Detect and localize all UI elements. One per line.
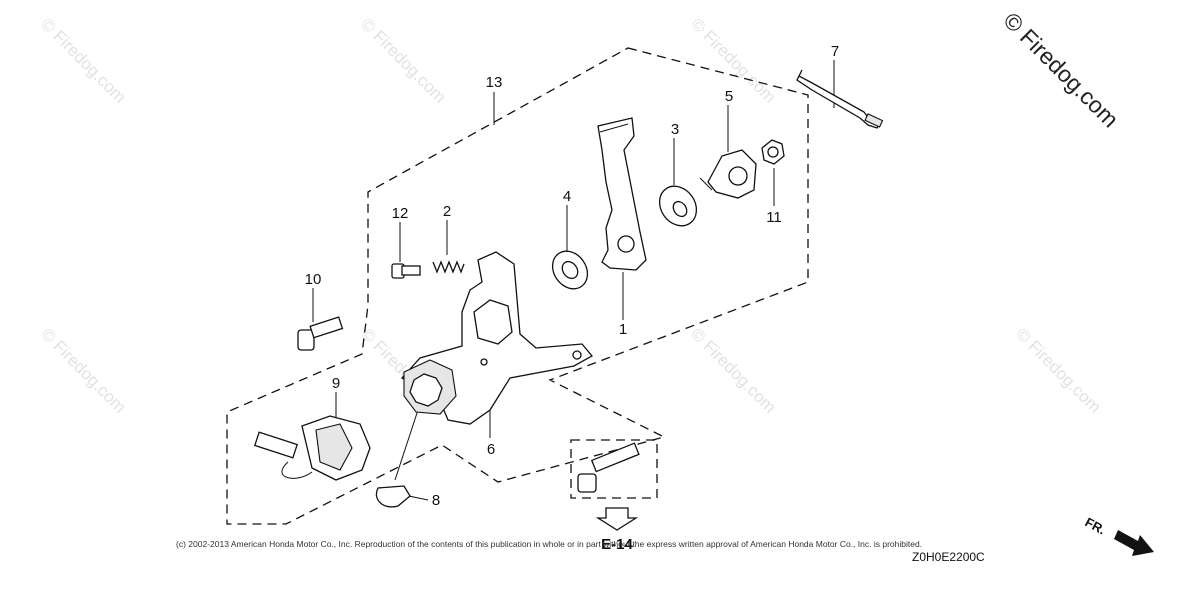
watermark: © Firedog.com [37,14,129,106]
bolt-part-10 [297,316,344,351]
watermark: © Firedog.com [357,14,449,106]
direction-label: FR. [1083,514,1109,537]
washer-part-3 [658,185,698,227]
screw-part-12 [391,263,421,279]
label-8: 8 [432,492,440,509]
watermark: © Firedog.com [37,324,129,416]
clip-part-8 [375,485,411,508]
label-1: 1 [619,321,627,338]
part-labels: 13 7 5 3 4 11 2 12 10 1 9 6 8 [305,43,840,509]
bolt-callout-box [570,439,658,499]
label-3: 3 [671,121,679,138]
label-12: 12 [392,205,409,222]
spring-part-2 [432,260,465,274]
assembly-13-outline [226,47,809,525]
switch-part-9 [253,415,371,481]
cam-plate-part-5 [699,149,757,199]
label-2: 2 [443,203,451,220]
label-10: 10 [305,271,322,288]
reference-label: E-14 [601,536,633,553]
washer-part-4 [551,250,589,290]
label-7: 7 [831,43,839,60]
label-6: 6 [487,441,495,458]
direction-arrow-icon [1114,530,1154,556]
watermark: © Firedog.com [1012,324,1104,416]
watermark: © Firedog.com [687,14,779,106]
governor-part-6 [403,359,457,415]
diagram-code: Z0H0E2200C [912,550,985,564]
reference-arrow: E-14 [595,507,639,553]
label-11: 11 [766,209,782,226]
rod-part-7 [796,69,884,129]
corner-watermark: © Firedog.com [998,7,1123,132]
watermark: © Firedog.com [687,324,779,416]
lever-part-1 [597,117,647,271]
nut-part-11 [761,139,785,165]
direction-indicator: FR. [1083,514,1154,556]
label-5: 5 [725,88,733,105]
copyright-notice: (c) 2002-2013 American Honda Motor Co., … [176,539,922,549]
label-9: 9 [332,375,340,392]
callout-bolt [577,442,640,493]
label-13: 13 [486,74,503,91]
label-4: 4 [563,188,571,205]
